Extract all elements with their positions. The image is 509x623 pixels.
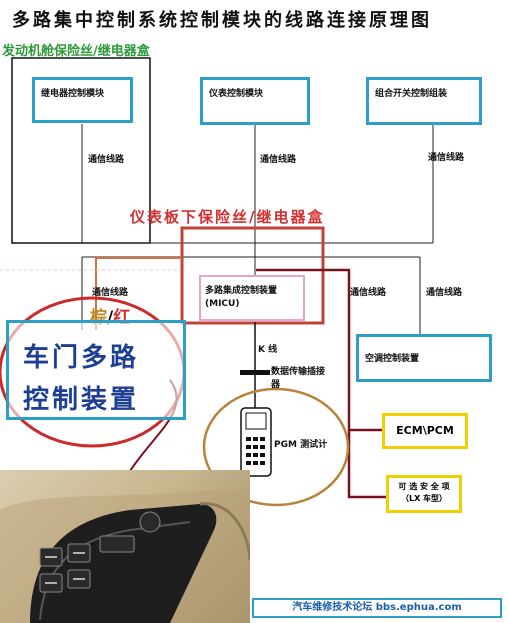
ecm-wire [256,268,382,432]
optional-wire [347,430,386,499]
comm-line-label-5: 通信线路 [350,288,387,298]
door-module-line-2: 控制装置 [23,385,140,415]
k-line-label: K 线 [258,345,278,355]
engine-fuse-box-label: 发动机舱保险丝/继电器盒 [2,44,150,59]
comm-line-label-2: 通信线路 [260,155,297,165]
optional-security-line-2: （LX 车型） [400,494,448,503]
door-wire-orange [95,257,182,330]
comm-line-label-1: 通信线路 [88,155,125,165]
comm-line-label-6: 通信线路 [426,288,463,298]
door-switch-panel-illustration [0,490,250,623]
page-title: 多路集中控制系统控制模块的线路连接原理图 [12,10,432,31]
dash-fuse-box-frame [180,226,325,325]
comm-line-label-4: 通信线路 [92,288,129,298]
ac-control-module: 空调控制装置 [356,334,492,382]
optional-security-box: 可 选 安 全 项 （LX 车型） [386,475,462,513]
micu-name: 多路集成控制装置 [205,286,278,296]
combo-switch-control-module: 组合开关控制组装 [366,77,482,125]
comm-line-label-3: 通信线路 [428,153,465,163]
data-connector-label-1: 数据传输插接 [271,367,326,377]
ecm-pcm-label: ECM\PCM [396,424,454,437]
forum-watermark: 汽车维修技术论坛 bbs.ephua.com [252,598,502,618]
door-multiplex-control-box: 车门多路 控制装置 [6,320,186,420]
data-connector-label-2: 器 [271,380,281,390]
door-switch-photo [0,470,250,623]
optional-security-line-1: 可 选 安 全 项 [398,482,450,491]
combo-switch-control-module-label: 组合开关控制组装 [375,89,448,99]
relay-control-module-label: 继电器控制模块 [41,89,105,99]
dash-fuse-box-label: 仪表板下保险丝/继电器盒 [130,208,325,226]
door-module-line-1: 车门多路 [23,343,140,373]
pgm-tester-icon [240,407,272,477]
pgm-tester-label: PGM 测试计 [274,440,328,450]
instrument-control-module-label: 仪表控制模块 [209,89,264,99]
micu-code: (MICU) [205,299,240,309]
wire-sep: / [107,308,114,328]
instrument-control-module: 仪表控制模块 [200,77,310,125]
ac-control-module-label: 空调控制装置 [365,354,420,364]
data-connector [240,370,270,375]
ecm-pcm-box: ECM\PCM [382,413,468,449]
relay-control-module: 继电器控制模块 [32,77,133,123]
engine-fuse-box-frame [11,57,151,244]
pgm-highlight-circle [202,387,350,507]
micu-module: 多路集成控制装置 (MICU) [199,275,305,321]
